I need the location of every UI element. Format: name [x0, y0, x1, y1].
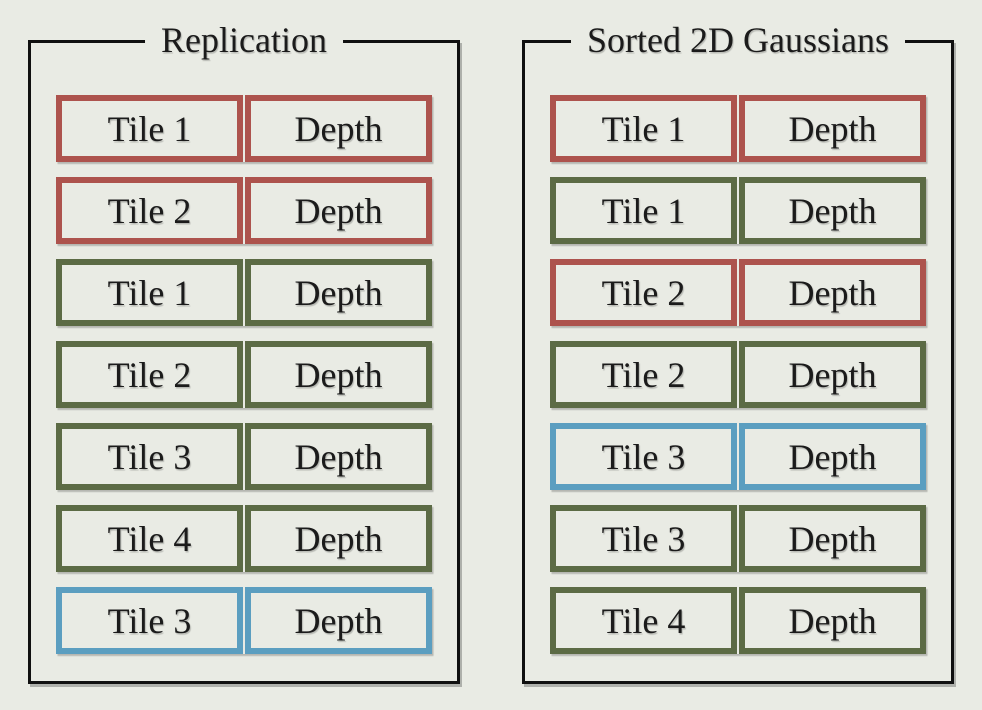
tile-depth-row: Tile 3 Depth: [56, 587, 432, 654]
tile-depth-row: Tile 2 Depth: [56, 177, 432, 244]
depth-cell: Depth: [245, 423, 432, 490]
depth-cell: Depth: [739, 341, 926, 408]
tile-depth-row: Tile 2 Depth: [56, 341, 432, 408]
tile-cell: Tile 2: [550, 259, 737, 326]
tile-cell: Tile 4: [56, 505, 243, 572]
tile-depth-row: Tile 4 Depth: [550, 587, 926, 654]
tile-depth-row: Tile 2 Depth: [550, 259, 926, 326]
tile-cell: Tile 3: [56, 587, 243, 654]
tile-depth-row: Tile 1 Depth: [550, 177, 926, 244]
depth-cell: Depth: [739, 95, 926, 162]
tile-cell: Tile 1: [550, 177, 737, 244]
tile-cell: Tile 2: [56, 341, 243, 408]
tile-cell: Tile 2: [550, 341, 737, 408]
depth-cell: Depth: [739, 423, 926, 490]
tile-cell: Tile 1: [56, 95, 243, 162]
tile-depth-row: Tile 1 Depth: [56, 95, 432, 162]
panel-sorted: Sorted 2D Gaussians Tile 1 Depth Tile 1 …: [522, 19, 954, 684]
panel-title: Replication: [145, 19, 343, 61]
tile-depth-row: Tile 3 Depth: [550, 423, 926, 490]
depth-cell: Depth: [245, 259, 432, 326]
depth-cell: Depth: [739, 259, 926, 326]
tile-cell: Tile 3: [56, 423, 243, 490]
depth-cell: Depth: [739, 177, 926, 244]
depth-cell: Depth: [739, 505, 926, 572]
tile-cell: Tile 4: [550, 587, 737, 654]
panel-rows: Tile 1 Depth Tile 2 Depth Tile 1 Depth T…: [31, 43, 457, 654]
tile-cell: Tile 2: [56, 177, 243, 244]
tile-cell: Tile 3: [550, 505, 737, 572]
tile-depth-row: Tile 3 Depth: [550, 505, 926, 572]
depth-cell: Depth: [245, 95, 432, 162]
depth-cell: Depth: [739, 587, 926, 654]
depth-cell: Depth: [245, 587, 432, 654]
figure: Replication Tile 1 Depth Tile 2 Depth Ti…: [28, 19, 954, 684]
tile-cell: Tile 3: [550, 423, 737, 490]
tile-depth-row: Tile 1 Depth: [56, 259, 432, 326]
depth-cell: Depth: [245, 177, 432, 244]
depth-cell: Depth: [245, 341, 432, 408]
depth-cell: Depth: [245, 505, 432, 572]
panel-title: Sorted 2D Gaussians: [571, 19, 905, 61]
tile-depth-row: Tile 1 Depth: [550, 95, 926, 162]
tile-depth-row: Tile 3 Depth: [56, 423, 432, 490]
tile-depth-row: Tile 2 Depth: [550, 341, 926, 408]
tile-cell: Tile 1: [56, 259, 243, 326]
panel-rows: Tile 1 Depth Tile 1 Depth Tile 2 Depth T…: [525, 43, 951, 654]
panel-replication: Replication Tile 1 Depth Tile 2 Depth Ti…: [28, 19, 460, 684]
tile-cell: Tile 1: [550, 95, 737, 162]
tile-depth-row: Tile 4 Depth: [56, 505, 432, 572]
